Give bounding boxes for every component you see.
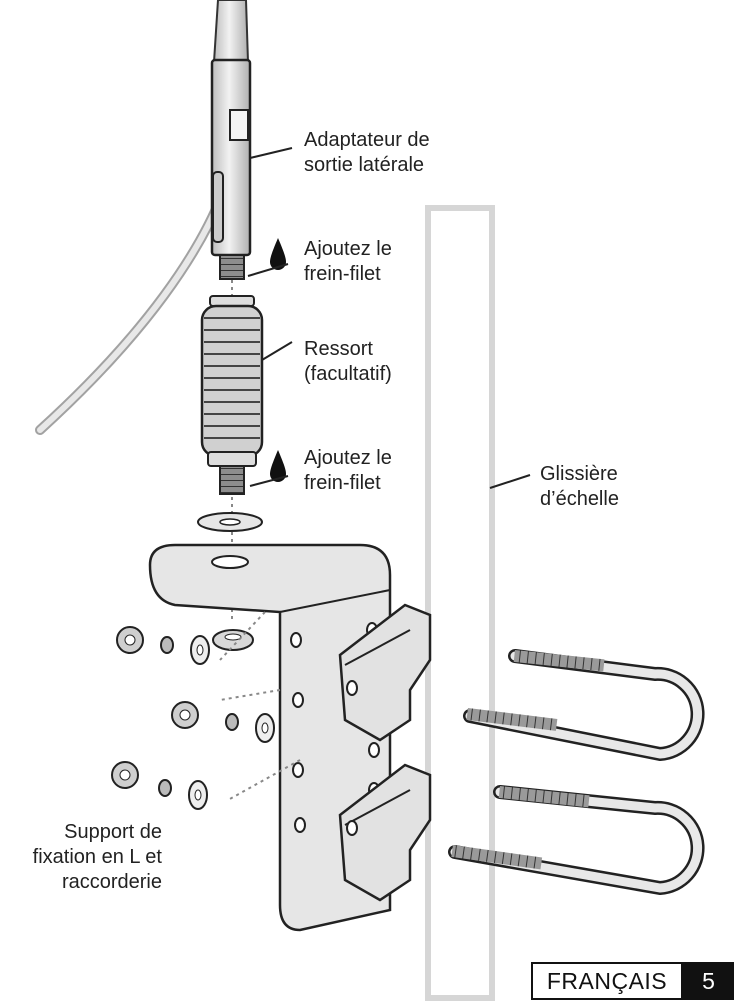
label-ladder-rail: Glissière d’échelle xyxy=(540,462,619,512)
label-line: Support de xyxy=(64,821,162,843)
label-spring: Ressort (facultatif) xyxy=(304,337,392,387)
side-exit-adapter xyxy=(210,58,252,280)
label-line: sortie latérale xyxy=(304,154,425,176)
label-line: frein-filet xyxy=(304,263,381,285)
hardware-set xyxy=(111,626,275,810)
page-number: 5 xyxy=(683,962,734,1000)
coax-cable xyxy=(35,190,227,435)
u-bolt-lower xyxy=(448,785,705,896)
clamp-jaw-upper xyxy=(338,603,432,742)
drop-icon xyxy=(270,450,286,482)
clamp-jaw-lower xyxy=(338,763,432,902)
antenna-mast xyxy=(212,0,250,63)
label-line: Adaptateur de xyxy=(304,129,430,151)
label-line: frein-filet xyxy=(304,472,381,494)
label-line: Glissière xyxy=(540,463,618,485)
label-side-exit-adapter: Adaptateur de sortie latérale xyxy=(304,128,430,178)
label-l-bracket: Support de fixation en L et raccorderie xyxy=(0,820,162,895)
u-bolt-upper xyxy=(463,649,705,762)
drop-icon xyxy=(270,238,286,270)
spring xyxy=(200,295,264,495)
label-line: Ajoutez le xyxy=(304,238,392,260)
label-threadlocker-bottom: Ajoutez le frein-filet xyxy=(304,446,392,496)
label-line: Ressort xyxy=(304,338,373,360)
language-label: FRANÇAIS xyxy=(531,962,683,1000)
label-threadlocker-top: Ajoutez le frein-filet xyxy=(304,237,392,287)
label-line: fixation en L et xyxy=(32,846,162,868)
label-line: d’échelle xyxy=(540,488,619,510)
label-line: raccorderie xyxy=(61,871,162,893)
label-line: Ajoutez le xyxy=(304,447,392,469)
label-line: (facultatif) xyxy=(304,363,392,385)
ladder-rail xyxy=(425,205,495,1001)
